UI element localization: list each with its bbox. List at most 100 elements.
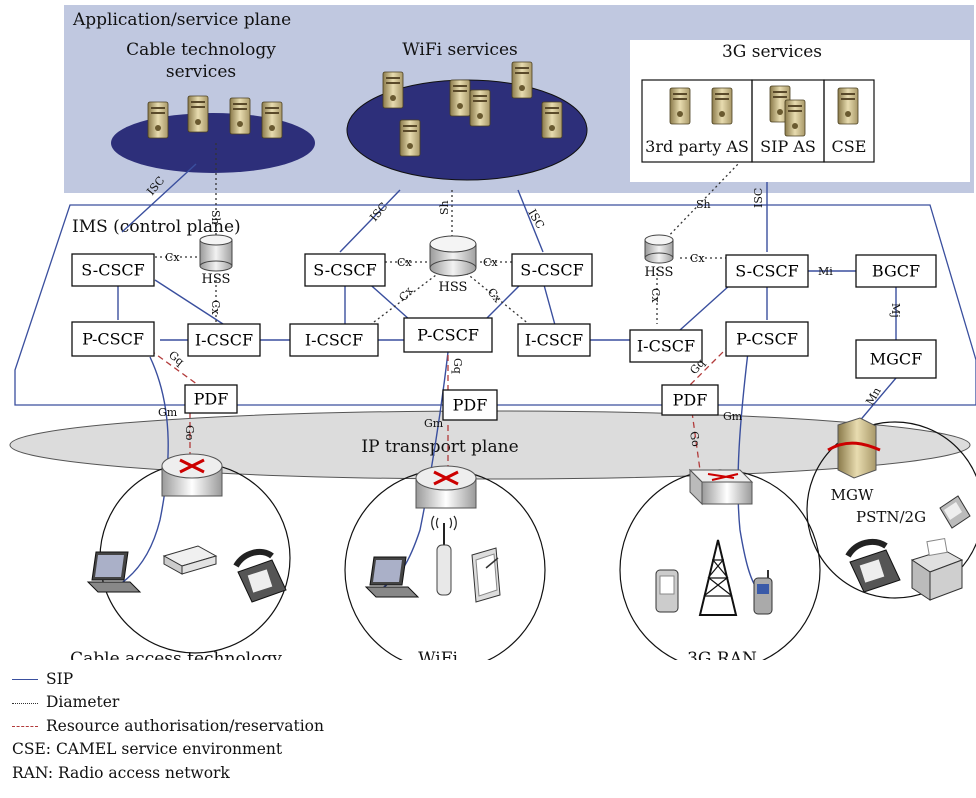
- application-plane-label: Application/service plane: [72, 10, 291, 30]
- svg-text:Gm: Gm: [424, 417, 444, 430]
- svg-text:BGCF: BGCF: [872, 262, 920, 281]
- svg-text:Cx: Cx: [649, 288, 662, 303]
- svg-text:Go: Go: [687, 430, 703, 448]
- svg-text:I-CSCF: I-CSCF: [525, 331, 583, 350]
- mobile-phone-icon: [753, 570, 773, 615]
- s-cscf-3g: S-CSCF: [725, 254, 809, 288]
- svg-text:ISC: ISC: [752, 188, 765, 208]
- sip-as-label: SIP AS: [760, 137, 816, 156]
- hss-3g-label: HSS: [645, 265, 674, 280]
- p-cscf-cable: P-CSCF: [71, 321, 155, 357]
- svg-text:S-CSCF: S-CSCF: [735, 262, 799, 281]
- legend-ran-note: RAN: Radio access network: [12, 762, 324, 785]
- pdf-cable: PDF: [184, 384, 238, 414]
- svg-text:S-CSCF: S-CSCF: [313, 261, 377, 280]
- cable-modem-icon: [162, 545, 218, 575]
- legend-diameter-label: Diameter: [46, 693, 120, 712]
- hss-cable: [199, 234, 233, 272]
- svg-text:Mn: Mn: [863, 385, 883, 407]
- s-cscf-wifi-left: S-CSCF: [304, 253, 386, 287]
- fax-machine-icon: [910, 537, 964, 601]
- mgw-icon: [827, 417, 881, 479]
- p-cscf-3g: P-CSCF: [725, 321, 809, 357]
- tablet-icon: [471, 547, 501, 603]
- p-cscf-wifi: P-CSCF: [403, 317, 493, 353]
- legend-diameter: Diameter: [12, 691, 324, 714]
- svg-text:P-CSCF: P-CSCF: [417, 326, 479, 345]
- legend-ran-note-text: RAN: Radio access network: [12, 763, 230, 782]
- ims-plane-label: IMS (control plane): [72, 217, 241, 237]
- mgw-label: MGW: [831, 486, 874, 504]
- sip-links: [109, 163, 897, 591]
- interface-labels: ISC ISC ISC ISC Sh Sh Sh Cx Cx Cx Cx Cx …: [144, 174, 902, 448]
- cse-label: CSE: [832, 137, 867, 156]
- svg-text:Sh: Sh: [696, 198, 711, 211]
- pstn-phone-icon: [845, 538, 901, 593]
- legend-sip-label: SIP: [46, 670, 74, 688]
- svg-text:Cx: Cx: [690, 252, 705, 265]
- i-cscf-wifi-right: I-CSCF: [517, 323, 591, 357]
- svg-text:Mi: Mi: [818, 265, 833, 278]
- ran-access-label: 3G RAN: [687, 649, 757, 660]
- ims-architecture-diagram: Application/service plane Cable technolo…: [9, 5, 976, 660]
- s-cscf-wifi-right: S-CSCF: [511, 253, 593, 287]
- svg-text:PDF: PDF: [453, 396, 488, 415]
- diameter-links: [155, 143, 741, 326]
- hss-wifi-label: HSS: [439, 280, 468, 295]
- svg-text:Go: Go: [183, 425, 196, 441]
- svg-text:Cx: Cx: [209, 300, 222, 315]
- pstn-label: PSTN/2G: [856, 508, 926, 526]
- svg-text:Gq: Gq: [451, 358, 464, 374]
- hss-cable-label: HSS: [202, 272, 231, 287]
- pdf-wifi: PDF: [442, 389, 498, 421]
- hss-wifi: [429, 235, 477, 277]
- hss-3g: [644, 234, 674, 264]
- mgcf: MGCF: [855, 339, 937, 379]
- svg-text:Cx: Cx: [397, 256, 412, 269]
- svg-text:P-CSCF: P-CSCF: [82, 330, 144, 349]
- i-cscf-cable: I-CSCF: [187, 323, 261, 357]
- wifi-router-icon: [415, 465, 477, 509]
- svg-text:PDF: PDF: [194, 390, 229, 409]
- pstn-access-circle: [806, 421, 976, 599]
- svg-text:I-CSCF: I-CSCF: [305, 331, 363, 350]
- i-cscf-wifi-left: I-CSCF: [289, 323, 379, 357]
- wifi-access-label: WiFi: [418, 649, 458, 660]
- cse-box: [823, 79, 875, 163]
- cable-router-icon: [161, 453, 223, 497]
- svg-text:Gm: Gm: [158, 406, 178, 419]
- svg-text:P-CSCF: P-CSCF: [736, 330, 798, 349]
- smartphone-icon: [655, 569, 679, 613]
- sip-swatch: [12, 679, 38, 681]
- diameter-swatch: [12, 702, 38, 704]
- i-cscf-3g: I-CSCF: [629, 329, 703, 363]
- svg-text:Cx: Cx: [165, 251, 180, 264]
- svg-text:I-CSCF: I-CSCF: [637, 337, 695, 356]
- svg-text:Sh: Sh: [209, 210, 222, 225]
- pstn-mobile-icon: [939, 495, 971, 529]
- svg-text:S-CSCF: S-CSCF: [520, 261, 584, 280]
- wifi-services-title: WiFi services: [402, 40, 518, 60]
- legend-resource-label: Resource authorisation/reservation: [46, 716, 324, 735]
- wifi-laptop-icon: [364, 556, 420, 598]
- svg-text:Cx: Cx: [396, 284, 416, 304]
- svg-text:Cx: Cx: [483, 256, 498, 269]
- svg-text:S-CSCF: S-CSCF: [81, 261, 145, 280]
- svg-text:PDF: PDF: [673, 391, 708, 410]
- ran-switch-icon: [688, 468, 754, 506]
- svg-text:ISC: ISC: [525, 207, 546, 231]
- resource-swatch: [12, 725, 38, 727]
- s-cscf-cable: S-CSCF: [71, 253, 155, 287]
- laptop-icon: [86, 551, 142, 593]
- bgcf: BGCF: [855, 254, 937, 288]
- legend-resource: Resource authorisation/reservation: [12, 715, 324, 738]
- third-party-as-label: 3rd party AS: [645, 137, 749, 156]
- svg-text:Gq: Gq: [166, 348, 186, 368]
- cable-access-label: Cable access technology: [70, 649, 282, 660]
- cable-services-title-2: services: [166, 62, 236, 82]
- desk-phone-icon: [233, 548, 287, 603]
- svg-text:MGCF: MGCF: [870, 350, 923, 369]
- legend-cse-note-text: CSE: CAMEL service environment: [12, 740, 283, 759]
- cell-tower-icon: [698, 539, 738, 616]
- legend: SIP Diameter Resource authorisation/rese…: [12, 668, 324, 785]
